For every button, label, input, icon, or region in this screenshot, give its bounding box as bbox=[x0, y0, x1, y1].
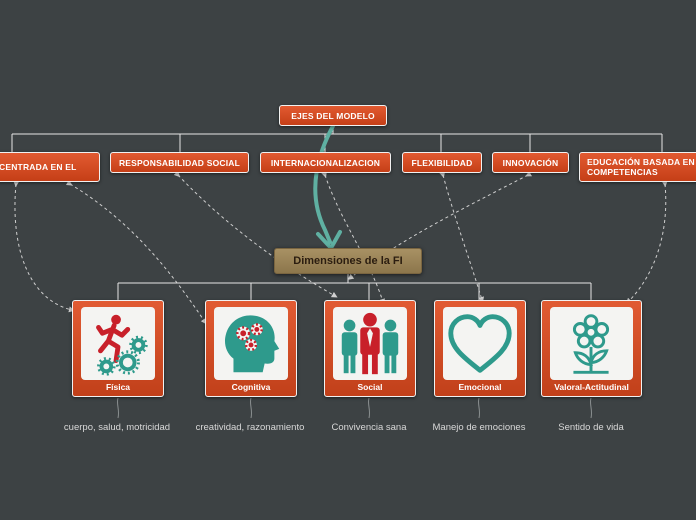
axis-node-responsabilidad-social[interactable]: RESPONSABILIDAD SOCIAL bbox=[110, 152, 249, 173]
dimension-card-emocional[interactable]: Emocional bbox=[434, 300, 526, 397]
head-gears-icon bbox=[214, 307, 288, 380]
center-label: Dimensiones de la FI bbox=[293, 255, 403, 267]
axis-node-innovacion[interactable]: INNOVACIÓN bbox=[492, 152, 569, 173]
axis-label: INTERNACIONALIZACION bbox=[270, 157, 381, 168]
axis-label: FLEXIBILIDAD bbox=[411, 157, 473, 168]
dimension-label: Física bbox=[105, 382, 131, 392]
axis-node-internacionalizacion[interactable]: INTERNACIONALIZACION bbox=[260, 152, 391, 173]
dimension-note: Sentido de vida bbox=[558, 422, 624, 433]
axis-label: CENTRADA EN EL bbox=[0, 162, 77, 172]
dimension-label: Social bbox=[357, 382, 383, 392]
people-group-icon bbox=[333, 307, 407, 380]
axis-node-educacion-competencias[interactable]: EDUCACIÓN BASADA EN COMPETENCIAS bbox=[579, 152, 696, 182]
flower-icon bbox=[550, 307, 633, 380]
dimension-note: creatividad, razonamiento bbox=[195, 422, 305, 433]
dimension-note: cuerpo, salud, motricidad bbox=[63, 422, 171, 433]
dimension-card-cognitiva[interactable]: Cognitiva bbox=[205, 300, 297, 397]
dimension-card-fisica[interactable]: Física bbox=[72, 300, 164, 397]
dimension-note: Convivencia sana bbox=[331, 422, 407, 433]
dimension-card-valoral-actitudinal[interactable]: Valoral-Actitudinal bbox=[541, 300, 642, 397]
axis-node-centrada[interactable]: CENTRADA EN EL bbox=[0, 152, 100, 182]
axis-label: RESPONSABILIDAD SOCIAL bbox=[118, 157, 241, 168]
runner-gears-icon bbox=[81, 307, 155, 380]
dimension-note: Manejo de emociones bbox=[432, 422, 526, 433]
root-node[interactable]: EJES DEL MODELO bbox=[279, 105, 387, 126]
dimension-label: Cognitiva bbox=[231, 382, 271, 392]
dimension-card-social[interactable]: Social bbox=[324, 300, 416, 397]
center-node[interactable]: Dimensiones de la FI bbox=[274, 248, 422, 274]
axis-node-flexibilidad[interactable]: FLEXIBILIDAD bbox=[402, 152, 482, 173]
dimension-label: Emocional bbox=[458, 382, 502, 392]
axis-label: EDUCACIÓN BASADA EN COMPETENCIAS bbox=[587, 157, 695, 177]
dimension-label: Valoral-Actitudinal bbox=[554, 382, 629, 392]
heart-icon bbox=[443, 307, 517, 380]
root-label: EJES DEL MODELO bbox=[291, 110, 375, 121]
axis-label: INNOVACIÓN bbox=[502, 157, 559, 168]
